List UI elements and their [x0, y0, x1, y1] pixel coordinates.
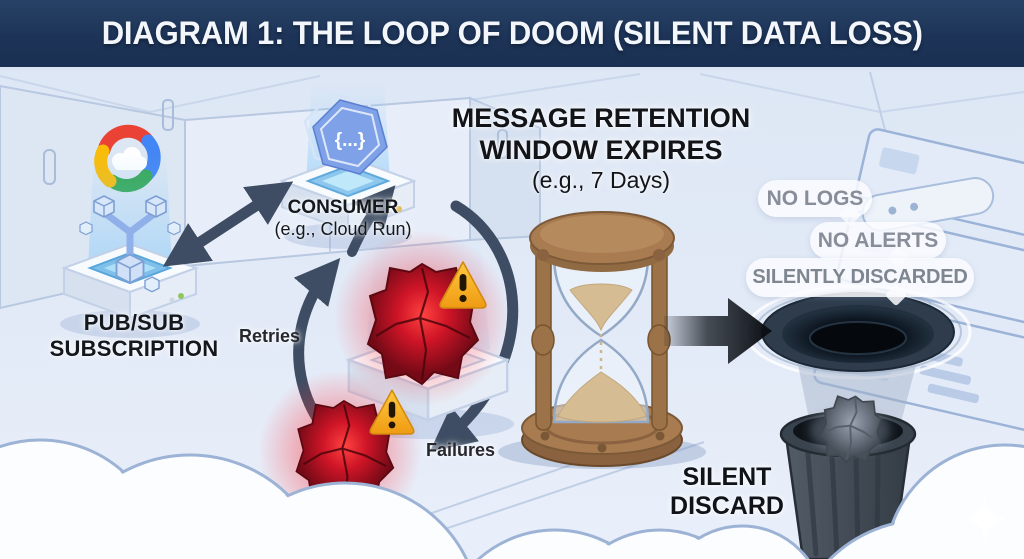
- pubsub-label: PUB/SUB SUBSCRIPTION: [49, 310, 219, 361]
- consumer-sublabel: (e.g., Cloud Run): [274, 218, 412, 239]
- consumer-label: CONSUMER (e.g., Cloud Run): [274, 197, 412, 239]
- silent-discard-label: SILENT DISCARD: [670, 463, 784, 520]
- expiry-arrow: [664, 298, 772, 364]
- retries-label: Retries: [239, 326, 301, 346]
- clouds: [0, 438, 1024, 559]
- retry-to-consumer-arrow: [347, 185, 396, 257]
- diagram-title: DIAGRAM 1: THE LOOP OF DOOM (SILENT DATA…: [101, 15, 923, 51]
- retention-heading: MESSAGE RETENTION WINDOW EXPIRES (e.g., …: [451, 103, 751, 193]
- failures-label: Failures: [426, 440, 496, 460]
- sparkle-icon: [963, 496, 1007, 542]
- code-braces-glyph: {...}: [335, 130, 366, 151]
- callout-no-alerts: NO ALERTS: [810, 222, 946, 269]
- callout-silently-discarded: SILENTLY DISCARDED: [746, 258, 974, 307]
- failures-arc-arrow: [429, 200, 519, 452]
- header-band: DIAGRAM 1: THE LOOP OF DOOM (SILENT DATA…: [0, 0, 1024, 70]
- hourglass-icon: [521, 211, 683, 467]
- pubsub-consumer-arrow: [162, 181, 294, 267]
- pubsub-icon: [79, 195, 181, 293]
- consumer-hexagon-icon: {...}: [303, 92, 388, 175]
- callout-no-logs: NO LOGS: [758, 180, 872, 227]
